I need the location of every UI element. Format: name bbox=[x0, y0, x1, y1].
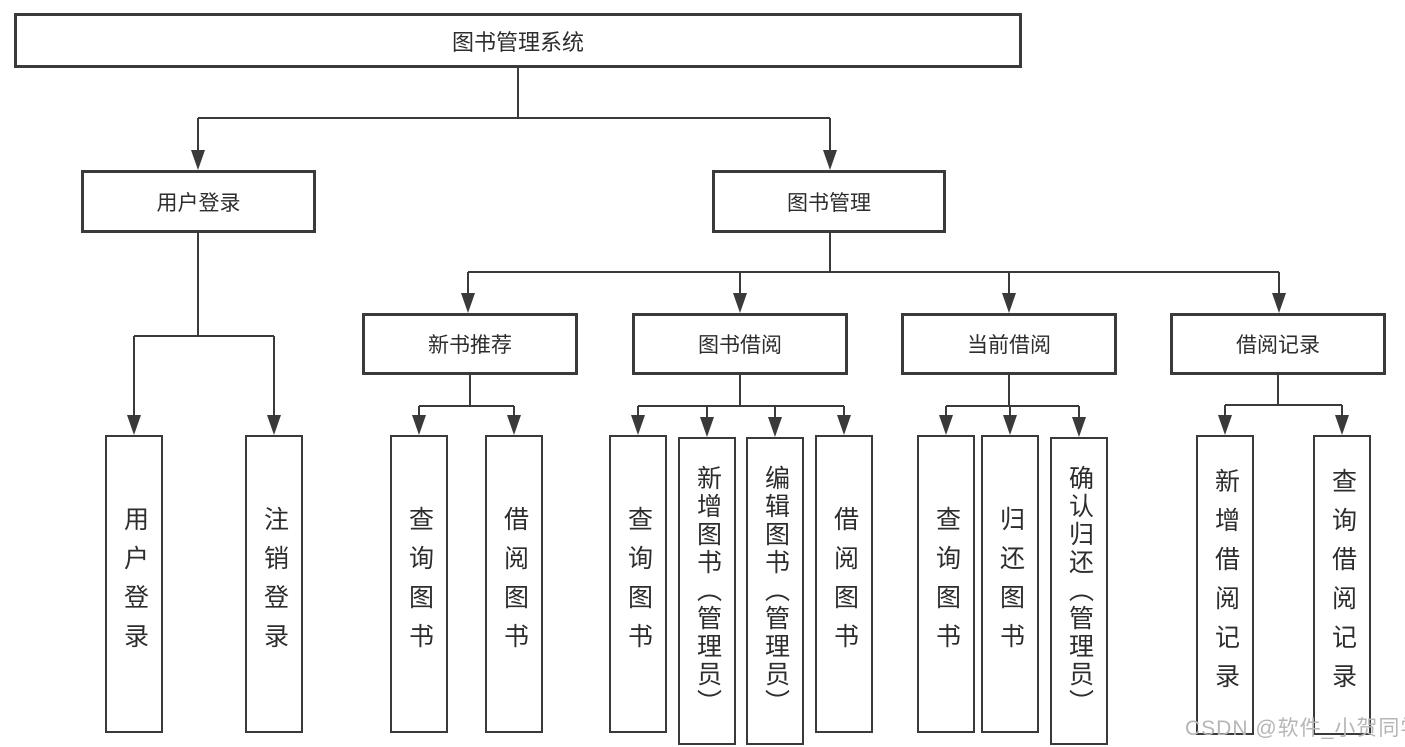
arrowhead-down-icon bbox=[1272, 293, 1286, 313]
connector-vline bbox=[706, 406, 708, 418]
connector-vline bbox=[1009, 406, 1011, 416]
arrowhead-down-icon bbox=[1003, 415, 1017, 435]
arrowhead-down-icon bbox=[507, 415, 521, 435]
node-new-book-recommend: 新书推荐 bbox=[362, 313, 578, 375]
leaf-borrow-books-recommend: 借阅图书 bbox=[485, 435, 543, 733]
connector-vline bbox=[1078, 406, 1080, 418]
connector-hline bbox=[946, 405, 1079, 407]
connector-vline bbox=[1008, 375, 1010, 406]
connector-vline bbox=[945, 406, 947, 416]
arrowhead-down-icon bbox=[267, 415, 281, 435]
leaf-logout: 注销登录 bbox=[245, 435, 303, 733]
connector-vline bbox=[829, 118, 831, 152]
connector-vline bbox=[133, 336, 135, 416]
connector-hline bbox=[638, 405, 844, 407]
arrowhead-down-icon bbox=[631, 415, 645, 435]
leaf-confirm-return-admin: 确认归还（管理员） bbox=[1050, 437, 1108, 745]
connector-vline bbox=[1008, 272, 1010, 296]
arrowhead-down-icon bbox=[1335, 415, 1349, 435]
arrowhead-down-icon bbox=[1218, 415, 1232, 435]
arrowhead-down-icon bbox=[733, 293, 747, 313]
connector-vline bbox=[637, 406, 639, 416]
connector-hline bbox=[468, 271, 1279, 273]
leaf-query-books-current: 查询图书 bbox=[917, 435, 975, 733]
arrowhead-down-icon bbox=[1072, 417, 1086, 437]
leaf-query-books-recommend: 查询图书 bbox=[390, 435, 448, 733]
leaf-user-login: 用户登录 bbox=[105, 435, 163, 733]
connector-vline bbox=[517, 68, 519, 118]
node-user-login: 用户登录 bbox=[81, 170, 316, 233]
arrowhead-down-icon bbox=[461, 293, 475, 313]
connector-hline bbox=[419, 405, 514, 407]
leaf-edit-book-admin: 编辑图书（管理员） bbox=[746, 437, 804, 745]
connector-vline bbox=[467, 272, 469, 296]
node-library-system: 图书管理系统 bbox=[14, 13, 1022, 68]
connector-vline bbox=[843, 406, 845, 416]
node-current-borrowing: 当前借阅 bbox=[901, 313, 1117, 375]
node-book-borrowing: 图书借阅 bbox=[632, 313, 848, 375]
connector-vline bbox=[469, 375, 471, 406]
leaf-borrow-books-borrow: 借阅图书 bbox=[815, 435, 873, 733]
leaf-query-books-borrow: 查询图书 bbox=[609, 435, 667, 733]
arrowhead-down-icon bbox=[768, 417, 782, 437]
arrowhead-down-icon bbox=[837, 415, 851, 435]
arrowhead-down-icon bbox=[191, 150, 205, 170]
connector-vline bbox=[513, 406, 515, 416]
leaf-add-borrow-record: 新增借阅记录 bbox=[1196, 435, 1254, 735]
arrowhead-down-icon bbox=[1002, 293, 1016, 313]
arrowhead-down-icon bbox=[700, 417, 714, 437]
arrowhead-down-icon bbox=[127, 415, 141, 435]
connector-vline bbox=[829, 233, 831, 272]
node-borrowing-records: 借阅记录 bbox=[1170, 313, 1386, 375]
connector-vline bbox=[739, 375, 741, 406]
leaf-return-books: 归还图书 bbox=[981, 435, 1039, 733]
arrowhead-down-icon bbox=[939, 415, 953, 435]
connector-vline bbox=[1341, 405, 1343, 416]
node-book-management: 图书管理 bbox=[712, 170, 946, 233]
connector-vline bbox=[273, 336, 275, 416]
leaf-add-book-admin: 新增图书（管理员） bbox=[678, 437, 736, 745]
connector-vline bbox=[197, 118, 199, 152]
connector-vline bbox=[739, 272, 741, 296]
connector-vline bbox=[418, 406, 420, 416]
connector-vline bbox=[1277, 375, 1279, 405]
connector-vline bbox=[774, 406, 776, 418]
connector-vline bbox=[197, 233, 199, 336]
watermark: CSDN @软件_小贺同学 bbox=[1185, 717, 1405, 740]
connector-vline bbox=[1278, 272, 1280, 296]
leaf-query-borrow-record: 查询借阅记录 bbox=[1313, 435, 1371, 735]
connector-hline bbox=[1225, 404, 1342, 406]
connector-hline bbox=[134, 335, 274, 337]
arrowhead-down-icon bbox=[823, 150, 837, 170]
arrowhead-down-icon bbox=[412, 415, 426, 435]
connector-hline bbox=[198, 117, 830, 119]
connector-vline bbox=[1224, 405, 1226, 416]
